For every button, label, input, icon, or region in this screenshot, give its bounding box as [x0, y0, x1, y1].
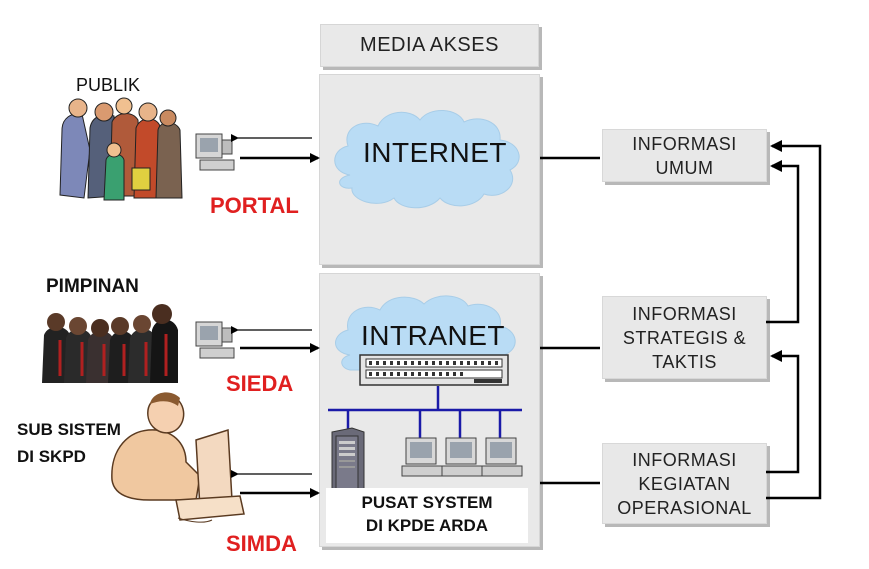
- informasi-operasional-box: INFORMASI KEGIATAN OPERASIONAL: [602, 443, 767, 524]
- computer-icon: [195, 321, 235, 359]
- sieda-arrows: [231, 326, 320, 353]
- simda-arrows: [231, 470, 320, 498]
- informasi-operasional-line2: KEGIATAN: [638, 473, 731, 494]
- business-people-icon: [40, 304, 178, 383]
- informasi-operasional-line1: INFORMASI: [632, 449, 737, 470]
- office-worker-icon: [111, 392, 245, 523]
- informasi-umum-line1: INFORMASI: [632, 133, 737, 154]
- network-switch-icon: [359, 354, 509, 386]
- pimpinan-label: PIMPINAN: [46, 276, 139, 297]
- pusat-system-box: PUSAT SYSTEM DI KPDE ARDA: [326, 488, 528, 543]
- informasi-strategis-line2: STRATEGIS &: [622, 327, 747, 348]
- computer-icon: [401, 437, 443, 477]
- informasi-strategis-box: INFORMASI STRATEGIS & TAKTIS: [602, 296, 767, 379]
- media-akses-header: MEDIA AKSES: [320, 24, 539, 67]
- sieda-label: SIEDA: [226, 371, 294, 396]
- informasi-operasional-line3: OPERASIONAL: [617, 497, 752, 518]
- informasi-umum-line2: UMUM: [655, 157, 714, 178]
- pusat-line2: DI KPDE ARDA: [365, 516, 489, 535]
- sub-sistem-label-line2: DI SKPD: [17, 447, 86, 466]
- feedback-arrows: [766, 140, 822, 500]
- simda-label: SIMDA: [226, 531, 297, 556]
- informasi-strategis-line1: INFORMASI: [632, 303, 737, 324]
- internet-label: INTERNET: [363, 137, 507, 168]
- informasi-umum-box: INFORMASI UMUM: [602, 129, 767, 182]
- network-to-info-lines: [540, 156, 600, 485]
- group-people-icon: [59, 97, 183, 201]
- intranet-label: INTRANET: [361, 320, 505, 351]
- pusat-line1: PUSAT SYSTEM: [361, 493, 493, 512]
- sub-sistem-label-line1: SUB SISTEM: [17, 420, 121, 439]
- media-akses-title: MEDIA AKSES: [360, 34, 499, 56]
- computer-icon: [441, 437, 483, 477]
- server-icon: [331, 427, 365, 495]
- publik-label: PUBLIK: [76, 75, 141, 95]
- portal-label: PORTAL: [210, 193, 299, 218]
- informasi-strategis-line3: TAKTIS: [652, 351, 717, 372]
- computer-icon: [481, 437, 523, 477]
- internet-cloud-icon: [334, 110, 520, 209]
- computer-icon: [195, 133, 235, 171]
- portal-arrows: [231, 134, 320, 163]
